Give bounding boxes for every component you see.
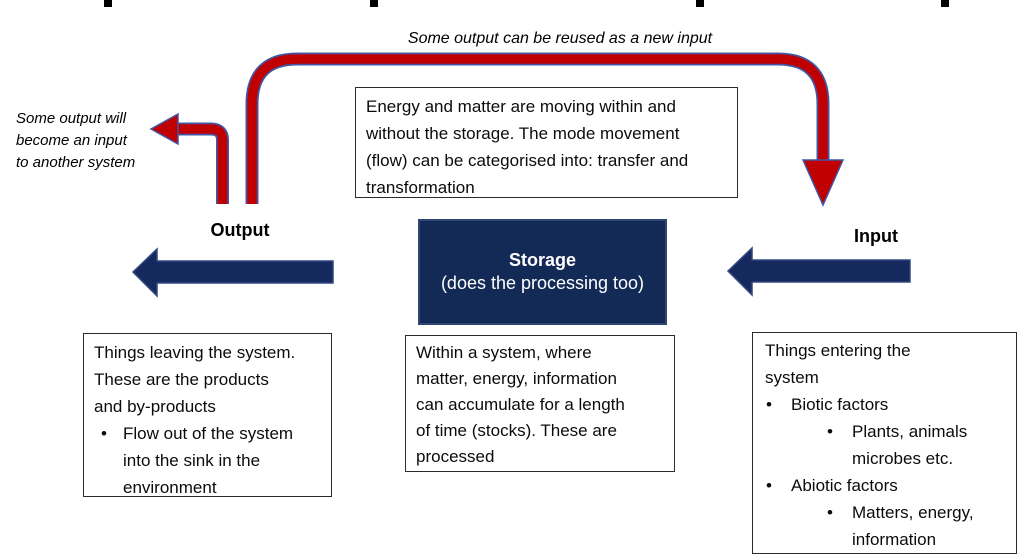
input-sub-bullet-item: • Matters, energy, information <box>820 499 1010 553</box>
storage-subtitle: (does the processing too) <box>440 273 645 293</box>
reuse-feedback-arrow-icon <box>245 52 845 207</box>
input-bullet-item: • Biotic factors <box>765 391 1010 418</box>
bullet-icon: • <box>766 395 772 414</box>
storage-description-box: Within a system, where matter, energy, i… <box>405 335 675 472</box>
reuse-caption-text: Some output can be reused as a new input <box>407 30 713 47</box>
reuse-caption: Some output can be reused as a new input <box>350 28 770 50</box>
input-description-box: Things entering the system • Biotic fact… <box>752 332 1017 554</box>
output-bullet-text: Flow out of the system into the sink in … <box>123 424 294 497</box>
input-bullet-text: Biotic factors <box>791 395 889 414</box>
input-bullet-text: Abiotic factors <box>791 476 898 495</box>
storage-block: Storage (does the processing too) <box>418 219 667 325</box>
flow-note-box: Energy and matter are moving within and … <box>355 87 738 198</box>
bullet-icon: • <box>827 503 833 522</box>
input-sub-bullet-item: • Plants, animals microbes etc. <box>820 418 1010 472</box>
caption-line: become an input <box>16 132 127 149</box>
input-description-intro: Things entering the system <box>765 341 911 387</box>
bullet-icon: • <box>101 424 107 443</box>
output-label: Output <box>210 220 270 240</box>
input-sub-bullet-text: Plants, animals microbes etc. <box>852 422 968 468</box>
output-bullet-item: • Flow out of the system into the sink i… <box>94 420 325 501</box>
cropped-title-fragment <box>370 0 378 7</box>
input-label: Input <box>854 226 898 246</box>
cropped-title-fragment <box>696 0 704 7</box>
bullet-icon: • <box>766 476 772 495</box>
cropped-title-fragment <box>104 0 112 7</box>
caption-line: to another system <box>16 154 136 171</box>
output-flow-arrow-icon <box>131 247 334 298</box>
caption-line: Some output will <box>16 110 127 127</box>
cropped-title-fragment <box>941 0 949 7</box>
bullet-icon: • <box>827 422 833 441</box>
output-description-box: Things leaving the system. These are the… <box>83 333 332 497</box>
another-system-caption: Some output will become an input to anot… <box>16 108 186 174</box>
input-sub-bullet-text: Matters, energy, information <box>852 503 974 549</box>
input-flow-arrow-icon <box>726 246 911 297</box>
output-to-another-system-arrow-icon <box>149 112 229 204</box>
output-description-text: Things leaving the system. These are the… <box>94 343 296 416</box>
storage-description-text: Within a system, where matter, energy, i… <box>416 343 625 466</box>
input-bullet-item: • Abiotic factors <box>765 472 1010 499</box>
storage-title: Storage <box>508 250 577 270</box>
flow-note-text: Energy and matter are moving within and … <box>366 97 689 197</box>
